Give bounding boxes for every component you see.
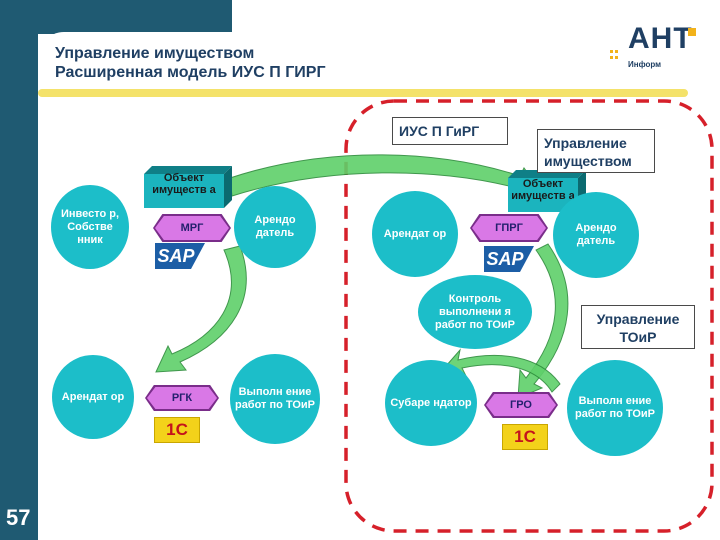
gro-system: ГРО [486,394,556,416]
top-banner [0,0,232,34]
slide-title: Управление имуществом Расширенная модель… [55,44,326,82]
landlord-circle-left: Арендо датель [234,186,316,268]
tenant-circle-left: Арендат ор [52,355,134,439]
logo-accent [688,28,696,36]
object-label-right: Объект имуществ а [511,178,575,202]
left-banner [0,0,38,540]
logo-subtitle: Информ [628,60,662,69]
sap-logo-right: SAP [484,246,534,272]
tenant-circle-right: Арендат ор [372,191,458,277]
subtenant-circle: Субаре ндатор [385,360,477,446]
slide-title-line2: Расширенная модель ИУС П ГИРГ [55,64,326,81]
object-label-left: Объект имуществ а [152,172,216,196]
property-management-callout: Управление имуществом [537,129,655,173]
onec-logo-right: 1С [502,424,548,450]
executor-circle-left: Выполн ение работ по ТОиР [230,354,320,444]
title-underline [38,89,688,97]
onec-logo-left: 1С [154,417,200,443]
ius-boundary [344,99,714,533]
control-circle: Контроль выполнени я работ по ТОиР [418,275,532,349]
arrow-mrg-rgk [155,245,247,373]
gprg-system: ГПРГ [472,216,546,240]
ius-callout: ИУС П ГиРГ [392,117,508,145]
executor-circle-right: Выполн ение работ по ТОиР [567,360,663,456]
slide-title-line1: Управление имуществом [55,45,255,62]
toir-management-callout: Управление ТОиР [581,305,695,349]
slide-number: 57 [6,505,31,530]
logo-mark-icon [610,50,618,59]
object-box-left-icon [144,166,232,208]
logo-text: АНТ [628,22,693,55]
mrg-system: МРГ [155,216,229,240]
rgk-system: РГК [147,387,217,409]
landlord-circle-right: Арендо датель [553,192,639,278]
arrow-gprg-gro [517,243,569,399]
investor-circle: Инвесто р, Собстве нник [51,185,129,269]
